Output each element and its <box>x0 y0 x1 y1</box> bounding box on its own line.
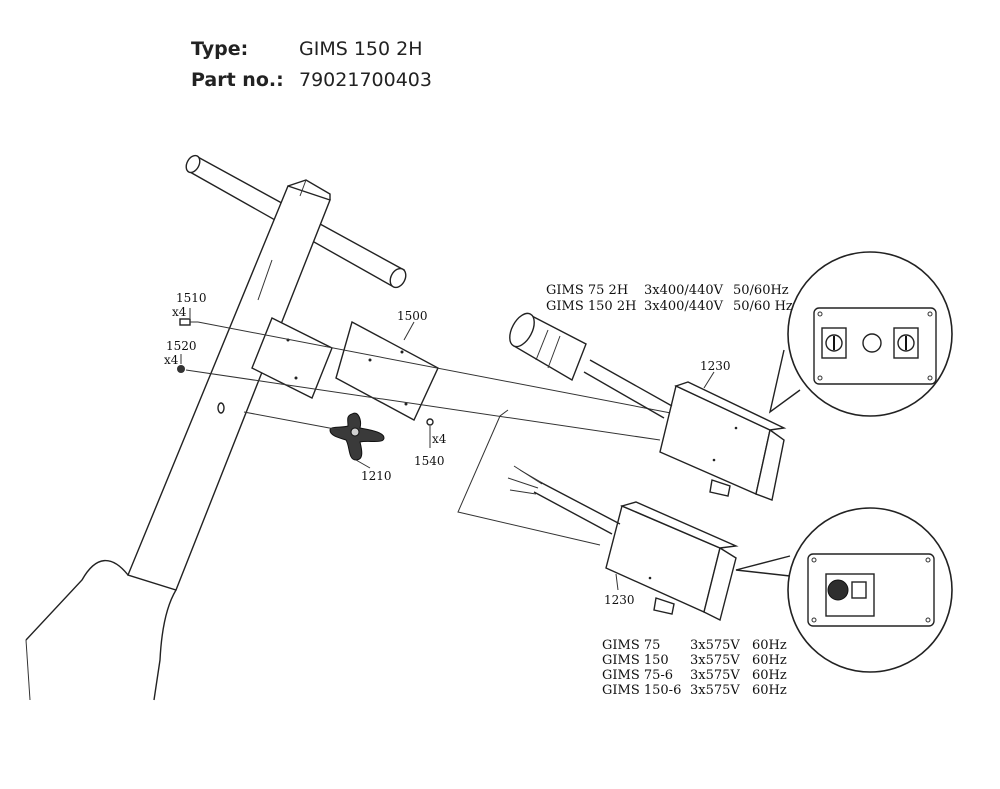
callout-1510: 1510 <box>176 291 207 305</box>
bracket-plate <box>251 317 333 399</box>
variant-bottom-freq-3: 60Hz <box>752 683 787 698</box>
type-label: Type: <box>191 38 249 60</box>
explode-lines <box>185 321 677 546</box>
part-no-label: Part no.: <box>191 69 284 91</box>
variant-top-voltage-0: 3x400/440V <box>644 283 724 298</box>
star-knob-1210 <box>329 412 385 461</box>
detail-circle-bottom <box>735 507 953 673</box>
callout-1210: 1210 <box>361 469 392 483</box>
variant-top-model-0: GIMS 75 2H <box>546 283 628 298</box>
variant-bottom-voltage-2: 3x575V <box>690 668 740 683</box>
cable-wires-bottom <box>507 465 621 535</box>
screw-1540 <box>426 418 434 426</box>
variant-bottom-model-1: GIMS 150 <box>602 653 669 668</box>
variant-table-bottom: GIMS 75 3x575V 60Hz GIMS 150 3x575V 60Hz… <box>602 638 787 698</box>
variant-bottom-voltage-0: 3x575V <box>690 638 740 653</box>
callout-1230-bottom: 1230 <box>604 593 635 607</box>
variant-bottom-model-3: GIMS 150-6 <box>602 683 681 698</box>
variant-bottom-voltage-3: 3x575V <box>690 683 740 698</box>
nut-1520 <box>177 365 185 373</box>
variant-table-top: GIMS 75 2H 3x400/440V 50/60Hz GIMS 150 2… <box>546 283 793 314</box>
screw-1510 <box>179 318 198 326</box>
variant-bottom-freq-2: 60Hz <box>752 668 787 683</box>
callout-1540-qty: x4 <box>432 432 447 446</box>
callout-1500: 1500 <box>397 309 428 323</box>
variant-bottom-freq-1: 60Hz <box>752 653 787 668</box>
variant-bottom-model-2: GIMS 75-6 <box>602 668 673 683</box>
detail-circle-top <box>768 251 953 417</box>
variant-top-voltage-1: 3x400/440V <box>644 299 724 314</box>
switch-box-top <box>659 381 787 501</box>
callout-1230-top: 1230 <box>700 359 731 373</box>
variant-bottom-freq-0: 60Hz <box>752 638 787 653</box>
variant-top-freq-1: 50/60 Hz <box>733 299 793 314</box>
cover-plate-1500 <box>335 320 439 421</box>
switch-box-bottom <box>605 501 739 622</box>
variant-bottom-voltage-1: 3x575V <box>690 653 740 668</box>
variant-top-freq-0: 50/60Hz <box>733 283 789 298</box>
type-value: GIMS 150 2H <box>299 38 423 60</box>
variant-top-model-1: GIMS 150 2H <box>546 299 636 314</box>
part-no-value: 79021700403 <box>299 69 432 91</box>
callout-1520-qty: x4 <box>164 353 179 367</box>
plug-cable-top <box>509 312 673 419</box>
callout-leaders <box>180 308 715 591</box>
base-housing <box>25 559 177 701</box>
callout-1520: 1520 <box>166 339 197 353</box>
callout-1540: 1540 <box>414 454 445 468</box>
variant-bottom-model-0: GIMS 75 <box>602 638 660 653</box>
callout-1510-qty: x4 <box>172 305 187 319</box>
